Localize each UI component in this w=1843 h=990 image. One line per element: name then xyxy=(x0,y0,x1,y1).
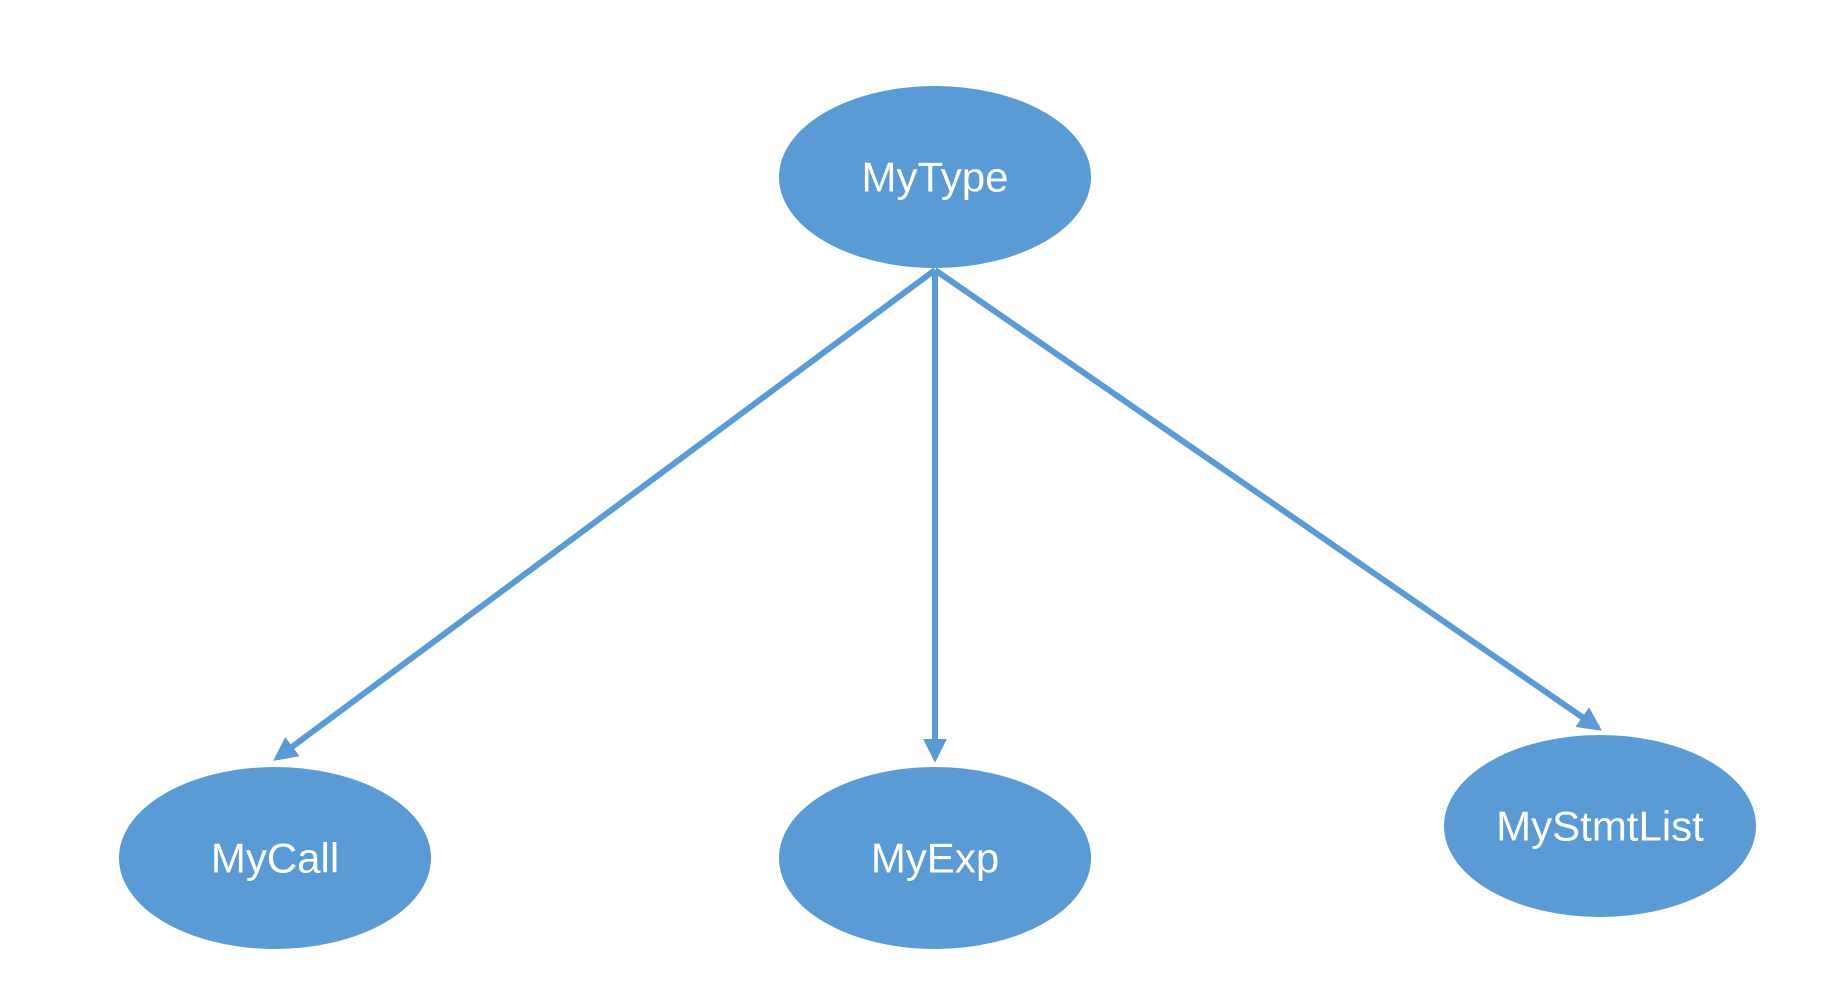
edge-mytype-to-mycall xyxy=(273,267,937,761)
node-mystmtlist-shape xyxy=(1444,735,1756,917)
node-mycall-shape xyxy=(119,767,431,949)
node-mystmtlist-label: MyStmtList xyxy=(1496,803,1704,850)
node-myexp: MyExp xyxy=(779,767,1091,949)
node-myexp-shape xyxy=(779,767,1091,949)
node-mytype-label: MyType xyxy=(861,154,1008,201)
node-mytype-shape xyxy=(779,86,1091,268)
node-mytype: MyType xyxy=(779,86,1091,268)
node-mystmtlist: MyStmtList xyxy=(1444,735,1756,917)
node-mycall-label: MyCall xyxy=(211,835,339,882)
edges xyxy=(273,267,1602,763)
node-mycall: MyCall xyxy=(119,767,431,949)
edge-mytype-to-mystmtlist xyxy=(933,267,1602,731)
node-myexp-label: MyExp xyxy=(871,835,999,882)
